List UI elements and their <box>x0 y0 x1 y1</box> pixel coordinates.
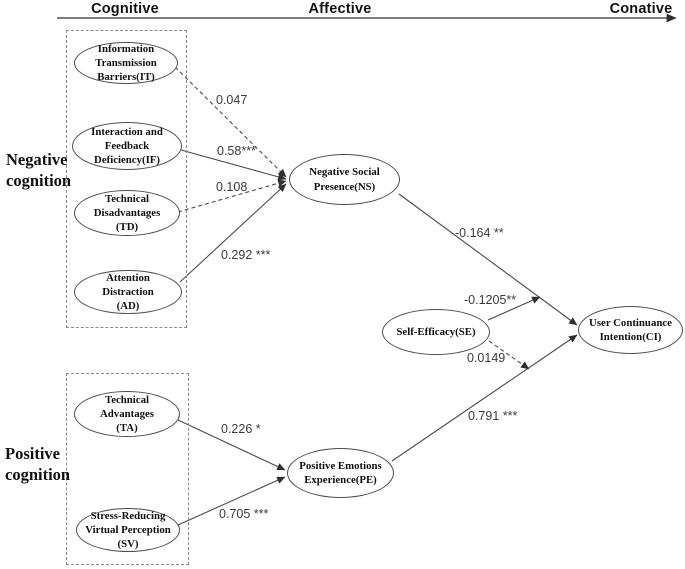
positive-cognition-box <box>66 373 189 565</box>
stage-affective: Affective <box>308 1 372 17</box>
node-self-efficacy: Self-Efficacy(SE) <box>382 309 490 355</box>
node-td-label: Technical Disadvantages (TD) <box>93 192 161 234</box>
node-stress-reducing-virtual-perception: Stress-Reducing Virtual Perception (SV) <box>76 508 180 552</box>
node-attention-distraction: Attention Distraction (AD) <box>74 270 182 314</box>
coefficient-se-nsci: -0.1205** <box>464 293 517 307</box>
arrow-ad-to-ns <box>179 183 287 283</box>
coefficient-if-ns: 0.58*** <box>217 144 256 158</box>
coefficient-td-ns: 0.108 <box>216 180 248 194</box>
node-sv-label: Stress-Reducing Virtual Perception (SV) <box>85 509 171 551</box>
node-if-label: Interaction and Feedback Deficiency(IF) <box>91 125 163 167</box>
arrow-td-to-ns <box>177 179 287 213</box>
arrow-ta-to-pe <box>177 419 286 471</box>
node-positive-emotions-experience: Positive Emotions Experience(PE) <box>287 448 394 498</box>
arrow-if-to-ns <box>180 149 287 181</box>
node-pe-label: Positive Emotions Experience(PE) <box>299 459 382 486</box>
arrow-ns-to-ci <box>398 193 578 326</box>
node-ns-label: Negative Social Presence(NS) <box>309 166 380 193</box>
node-user-continuance-intention: User Continuance Intention(CI) <box>578 306 683 354</box>
node-information-transmission-barriers: Information Transmission Barriers(IT) <box>74 42 178 84</box>
node-it-label: Information Transmission Barriers(IT) <box>95 42 157 84</box>
node-technical-advantages: Technical Advantages (TA) <box>74 391 180 437</box>
node-ci-label: User Continuance Intention(CI) <box>589 316 672 343</box>
coefficient-se-peci: 0.0149 <box>467 351 506 365</box>
node-ad-label: Attention Distraction (AD) <box>102 271 154 313</box>
arrow-sv-to-pe <box>177 476 286 526</box>
arrow-se-to-peci-path <box>488 340 530 370</box>
node-negative-social-presence: Negative Social Presence(NS) <box>289 154 400 205</box>
arrow-it-to-ns <box>174 66 287 178</box>
arrow-pe-to-ci <box>391 334 578 462</box>
arrow-se-to-nsci-path <box>487 296 541 321</box>
coefficient-pe-ci: 0.791 *** <box>468 409 518 423</box>
node-technical-disadvantages: Technical Disadvantages (TD) <box>74 190 180 236</box>
coefficient-ad-ns: 0.292 *** <box>221 248 271 262</box>
positive-cognition-label: Positive cognition <box>5 444 71 484</box>
coefficient-ta-pe: 0.226 * <box>221 422 261 436</box>
negative-cognition-label: Negative cognition <box>6 150 72 190</box>
node-ta-label: Technical Advantages (TA) <box>100 393 154 435</box>
coefficient-ns-ci: -0.164 ** <box>455 226 504 240</box>
coefficient-sv-pe: 0.705 *** <box>219 507 269 521</box>
stage-conative: Conative <box>609 1 673 17</box>
stage-cognitive: Cognitive <box>91 1 159 17</box>
node-interaction-feedback-deficiency: Interaction and Feedback Deficiency(IF) <box>72 122 182 170</box>
node-se-label: Self-Efficacy(SE) <box>396 325 476 338</box>
coefficient-it-ns: 0.047 <box>216 93 248 107</box>
negative-cognition-box <box>66 30 187 328</box>
